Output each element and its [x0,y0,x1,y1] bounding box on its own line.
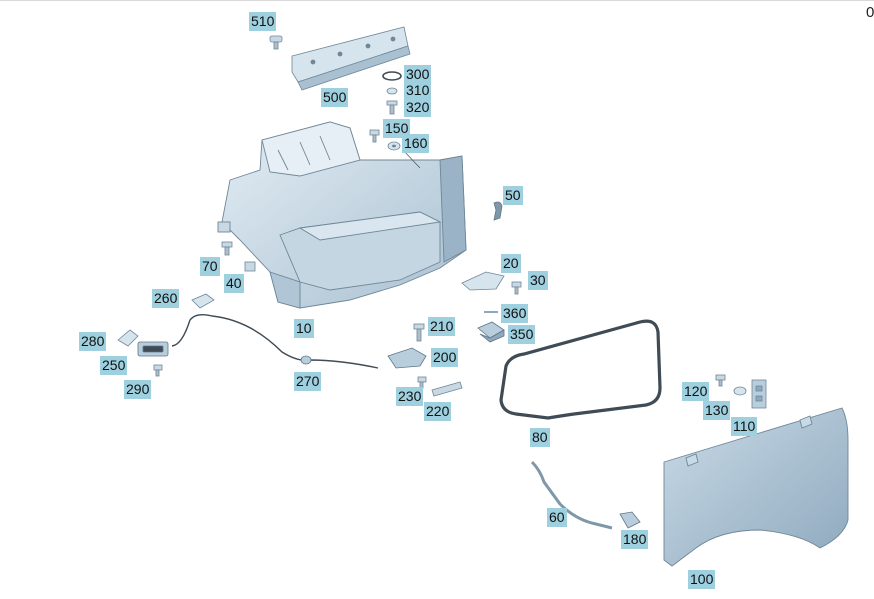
part-180-clip [619,511,641,529]
part-320-bolt [386,100,398,115]
part-10-battery-box [217,121,467,309]
callout-10[interactable]: 10 [294,319,314,338]
part-130-washer [733,386,747,396]
callout-150[interactable]: 150 [383,119,411,138]
callout-510[interactable]: 510 [249,12,277,31]
callout-130[interactable]: 130 [703,401,731,420]
part-150-screw [369,129,380,143]
callout-300[interactable]: 300 [404,65,432,84]
part-200-lock [387,347,427,369]
callout-160[interactable]: 160 [402,134,430,153]
part-260-clip [191,293,215,309]
callout-280[interactable]: 280 [79,332,107,351]
callout-260[interactable]: 260 [152,289,180,308]
part-270-cable [171,313,379,369]
callout-200[interactable]: 200 [431,348,459,367]
part-300-oring [382,71,402,81]
callout-270[interactable]: 270 [294,372,322,391]
callout-210[interactable]: 210 [428,317,456,336]
corner-char: 0 [866,4,874,21]
part-310-washer [386,87,398,95]
callout-350[interactable]: 350 [508,325,536,344]
part-280-bracket [117,329,139,347]
part-50-clip [493,201,503,221]
part-120-screw [715,374,726,387]
callout-110[interactable]: 110 [731,417,758,436]
callout-30[interactable]: 30 [528,271,548,290]
callout-20[interactable]: 20 [501,254,521,273]
callout-290[interactable]: 290 [124,380,152,399]
part-250-handle [137,341,169,357]
part-160-washer [387,141,401,151]
part-80-seal [499,319,662,420]
callout-310[interactable]: 310 [404,81,432,100]
part-20-latch-plate [461,271,505,291]
part-350-hinge [477,321,505,343]
part-60-rod [530,460,613,530]
callout-500[interactable]: 500 [321,88,349,107]
part-510-screw [269,35,283,50]
callout-230[interactable]: 230 [396,387,424,406]
callout-100[interactable]: 100 [688,570,716,589]
part-500-bracket [291,26,411,91]
part-220-strip [431,381,463,397]
part-100-cover [663,407,849,567]
top-divider [0,0,874,1]
callout-360[interactable]: 360 [501,304,529,323]
part-110-bracket [751,379,767,409]
part-40-clip [244,261,256,272]
callout-180[interactable]: 180 [621,530,649,549]
part-290-screw [153,364,163,377]
callout-80[interactable]: 80 [530,428,550,447]
callout-60[interactable]: 60 [547,508,567,527]
callout-120[interactable]: 120 [682,382,710,401]
callout-320[interactable]: 320 [404,98,432,117]
part-210-bolt [413,323,425,342]
callout-70[interactable]: 70 [200,257,220,276]
part-70-fastener [221,241,233,256]
part-30-screw [511,281,522,295]
callout-40[interactable]: 40 [224,274,244,293]
callout-220[interactable]: 220 [424,402,452,421]
callout-50[interactable]: 50 [503,186,523,205]
callout-250[interactable]: 250 [100,356,128,375]
